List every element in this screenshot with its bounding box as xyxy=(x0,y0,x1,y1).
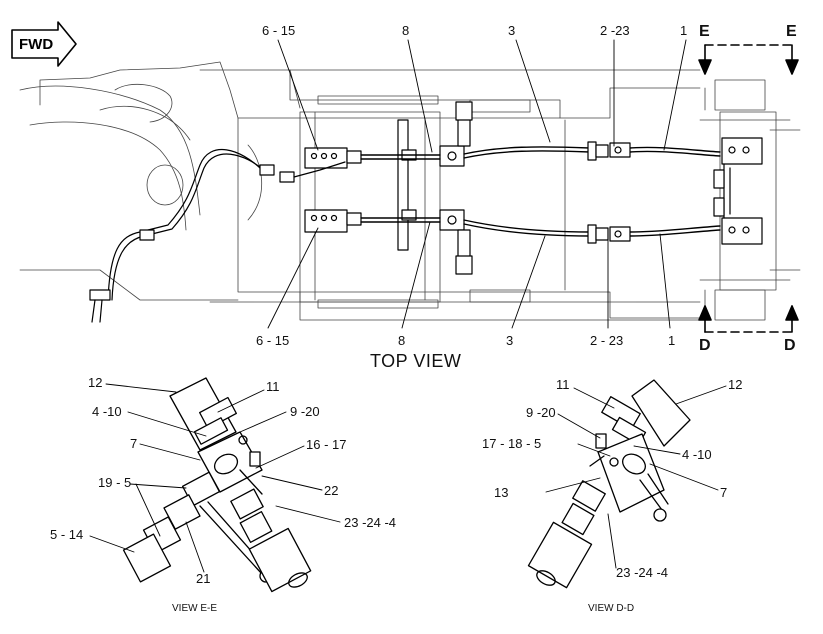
callout-2-23-lower: 2 - 23 xyxy=(590,333,624,348)
callout-d-12: 12 xyxy=(728,377,743,392)
callout-6-15-lower: 6 - 15 xyxy=(256,333,290,348)
view-d-assembly xyxy=(527,379,691,589)
machine-frame-outline xyxy=(19,61,801,321)
callout-d-13: 13 xyxy=(494,485,509,500)
rear-valve-assembly xyxy=(713,137,763,245)
view-e-assembly xyxy=(122,377,312,593)
section-e-marker xyxy=(698,44,799,75)
callout-d-23-24-4: 23 -24 -4 xyxy=(616,565,669,580)
view-e-title: VIEW E-E xyxy=(172,603,218,614)
fwd-arrow-icon xyxy=(11,21,77,67)
tube-coupling-upper xyxy=(587,141,631,161)
callout-e-12: 12 xyxy=(88,375,103,390)
hydraulic-tube-lower xyxy=(360,217,721,237)
callout-d-17-18-5: 17 - 18 - 5 xyxy=(482,436,542,451)
callout-3-lower: 3 xyxy=(506,333,514,348)
callout-d-7: 7 xyxy=(720,485,728,500)
tube-coupling-lower xyxy=(587,224,631,244)
callout-e-21: 21 xyxy=(196,571,211,586)
section-d-right-label: D xyxy=(784,337,796,354)
callout-e-19-5: 19 - 5 xyxy=(98,475,132,490)
elbow-fitting-lower xyxy=(439,209,473,275)
callout-e-5-14: 5 - 14 xyxy=(50,527,84,542)
callout-8-upper: 8 xyxy=(402,23,410,38)
elbow-fitting-upper xyxy=(439,101,473,167)
section-d-left-label: D xyxy=(699,337,711,354)
callout-e-22: 22 xyxy=(324,483,339,498)
valve-block-lower xyxy=(304,209,362,233)
pilot-hose xyxy=(89,149,346,323)
callout-6-15-upper: 6 - 15 xyxy=(262,23,296,38)
leader-lines-top-view xyxy=(267,39,687,329)
top-view-title: TOP VIEW xyxy=(370,351,462,371)
callout-e-16-17: 16 - 17 xyxy=(306,437,347,452)
callout-1-upper: 1 xyxy=(680,23,688,38)
callout-e-9-20: 9 -20 xyxy=(290,404,320,419)
fwd-label: FWD xyxy=(19,36,54,53)
leader-lines-view-e xyxy=(89,383,341,573)
section-e-right-label: E xyxy=(786,23,797,40)
tube-bracket xyxy=(397,119,417,251)
callout-d-9-20: 9 -20 xyxy=(526,405,556,420)
callout-e-11: 11 xyxy=(266,379,280,394)
section-e-left-label: E xyxy=(699,23,710,40)
callout-d-4-10: 4 -10 xyxy=(682,447,712,462)
hydraulic-tube-upper xyxy=(360,146,721,160)
callout-e-23-24-4: 23 -24 -4 xyxy=(344,515,397,530)
callout-2-23-upper: 2 -23 xyxy=(600,23,630,38)
valve-block-upper xyxy=(304,147,362,169)
section-d-marker xyxy=(698,305,799,333)
leader-lines-view-d xyxy=(545,385,727,569)
callout-d-11: 11 xyxy=(556,377,570,392)
callout-1-lower: 1 xyxy=(668,333,676,348)
callout-8-lower: 8 xyxy=(398,333,406,348)
view-d-title: VIEW D-D xyxy=(588,603,635,614)
callout-e-7: 7 xyxy=(130,436,138,451)
callout-3-upper: 3 xyxy=(508,23,516,38)
callout-e-4-10: 4 -10 xyxy=(92,404,122,419)
